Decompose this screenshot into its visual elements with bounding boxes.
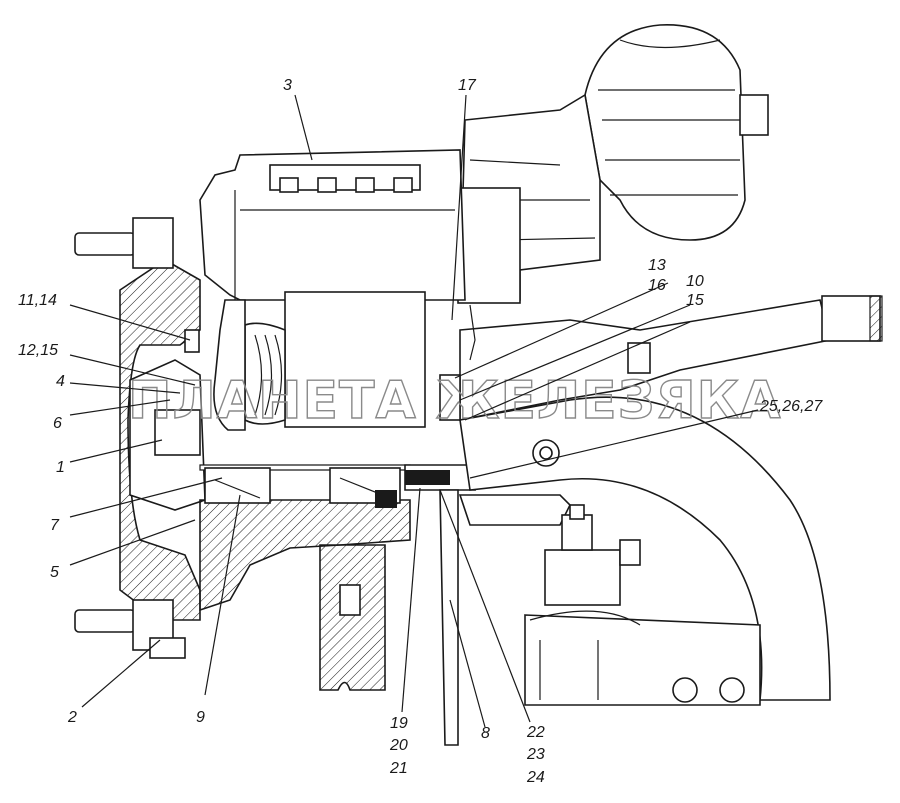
brake-bracket-housing <box>457 93 601 304</box>
callout-2: 2 <box>67 709 77 726</box>
callout-13: 13 <box>648 257 666 274</box>
callout-19: 19 <box>390 715 408 732</box>
wheel-stud-lower <box>74 599 186 659</box>
callout-12-15: 12,15 <box>18 342 58 359</box>
fastener-details <box>184 304 651 421</box>
callout-labels: 3 17 13 10 16 15 11,14 12,15 4 6 25,26,2… <box>18 77 823 786</box>
wheel-stud-upper <box>74 217 174 269</box>
hub-flange <box>119 259 206 621</box>
slack-adjuster-housing <box>199 149 466 301</box>
callout-8: 8 <box>481 725 490 742</box>
watermark-text: ПЛАНЕТА ЖЕЛЕЗЯКА <box>128 371 781 431</box>
callout-15: 15 <box>686 292 704 309</box>
callout-1: 1 <box>56 459 65 476</box>
support-bracket <box>319 544 386 691</box>
callout-20: 20 <box>389 737 408 754</box>
callout-9: 9 <box>196 709 205 726</box>
callout-3: 3 <box>283 77 292 94</box>
callout-4: 4 <box>56 373 65 390</box>
callout-6: 6 <box>53 415 62 432</box>
callout-11-14: 11,14 <box>18 292 57 309</box>
callout-5: 5 <box>50 564 59 581</box>
leader-lines <box>69 94 759 728</box>
callout-10: 10 <box>686 273 704 290</box>
callout-16: 16 <box>648 277 666 294</box>
callout-25-26-27: 25,26,27 <box>759 398 823 415</box>
callout-17: 17 <box>458 77 477 94</box>
hub-body <box>199 464 411 612</box>
axle-shaft <box>404 464 476 746</box>
tie-rod-assembly <box>458 494 761 706</box>
callout-21: 21 <box>389 760 408 777</box>
callout-7: 7 <box>50 517 60 534</box>
camshaft-housing <box>213 291 426 431</box>
callout-23: 23 <box>526 746 545 763</box>
callout-22: 22 <box>526 724 545 741</box>
callout-24: 24 <box>526 769 545 786</box>
